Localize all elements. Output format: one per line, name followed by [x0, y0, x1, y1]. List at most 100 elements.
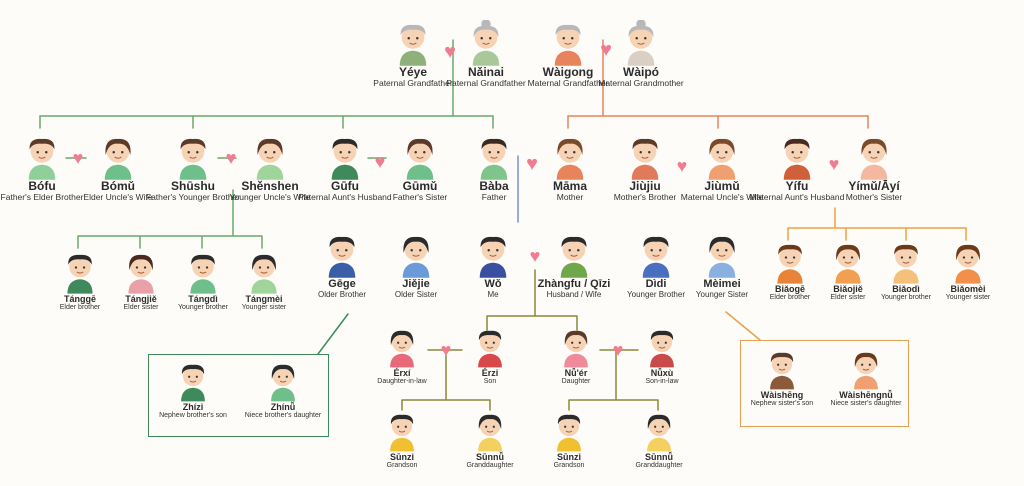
relation-label: Grandson [553, 462, 585, 469]
heart-icon: ♥ [600, 39, 612, 61]
name-label: Nǚ'ér [564, 368, 588, 378]
nephew-box-maternal [740, 340, 909, 427]
relation-label: Nephew brother's son [159, 412, 227, 419]
name-label: Nǎinai [467, 65, 504, 79]
person-jiejie: Jiějie Older Sister [368, 232, 464, 299]
cousins-maternal-drop [787, 207, 967, 241]
name-label: Biǎomèi [950, 284, 986, 294]
sister-to-nephews [725, 311, 761, 341]
name-label: Wàishēng [760, 390, 804, 400]
heart-icon: ♥ [374, 152, 386, 172]
relation-label: Daughter-in-law [377, 378, 427, 385]
person-erxi: Érxí Daughter-in-law [354, 326, 450, 386]
name-label: Bómǔ [101, 179, 135, 193]
name-label: Zhàngfu / Qīzi [537, 278, 611, 290]
person-zhinu: Zhínǚ Niece brother's daughter [233, 360, 333, 420]
relation-label: Son [483, 378, 497, 385]
person-jiujiu: Jiùjiu Mother's Brother [597, 134, 693, 203]
person-waigong: Wàigong Maternal Grandfather [520, 20, 616, 89]
name-label: Mèimei [703, 278, 741, 290]
person-zhangfu-qizi: Zhàngfu / Qīzi Husband / Wife [518, 232, 630, 299]
name-label: Érzi [481, 368, 499, 378]
relation-label: Elder brother [769, 294, 811, 301]
person-meimei: Mèimei Younger Sister [674, 232, 770, 299]
name-label: Dìdi [645, 278, 667, 290]
relation-label: Mother's Brother [613, 192, 677, 202]
name-label: Shěnshen [241, 179, 299, 193]
relation-label: Me [487, 290, 499, 299]
name-label: Biǎodì [892, 284, 920, 294]
person-tangge: Tánggē Elder brother [32, 250, 128, 312]
relation-label: Paternal Grandfather [446, 78, 526, 88]
name-label: Wàishēngnǚ [839, 390, 893, 400]
name-label: Yéye [398, 65, 428, 79]
name-label: Māma [552, 179, 587, 193]
heart-icon: ♥ [529, 246, 541, 266]
relation-label: Younger Uncle's Wife [229, 192, 311, 202]
person-zhizi: Zhízi Nephew brother's son [143, 360, 243, 420]
name-label: Shūshu [171, 179, 215, 193]
name-label: Tángjiě [125, 294, 157, 304]
heart-icon: ♥ [676, 156, 688, 176]
person-waipo: Wàipó Maternal Grandmother [593, 20, 689, 89]
relation-label: Niece brother's daughter [244, 412, 322, 419]
name-label: Gūmǔ [402, 179, 438, 193]
brother-to-nephews [317, 313, 349, 355]
person-biaomei: Biǎomèi Younger sister [920, 240, 1016, 302]
daughter-grandchildren [568, 349, 659, 411]
person-biaojie: Biǎojiě Elder sister [800, 240, 896, 302]
name-label: Jiějie [402, 278, 430, 290]
person-bomu: Bómǔ Elder Uncle's Wife [70, 134, 166, 203]
person-biaodi: Biǎodì Younger brother [858, 240, 954, 302]
person-shushu: Shūshu Father's Younger Brother [145, 134, 241, 203]
relation-label: Son-in-law [645, 378, 679, 385]
person-nuer: Nǚ'ér Daughter [528, 326, 624, 386]
relation-label: Elder sister [123, 304, 159, 311]
name-label: Érxí [393, 368, 411, 378]
name-label: Biǎogē [774, 284, 805, 294]
name-label: Sūnzi [557, 452, 581, 462]
person-yifu: Yífu Maternal Aunt's Husband [749, 134, 845, 203]
relation-label: Father's Elder Brother [0, 192, 84, 202]
relation-label: Daughter [561, 378, 591, 385]
name-label: Wàipó [623, 65, 659, 79]
person-sunzi: Sūnzi Grandson [354, 410, 450, 470]
person-tangdi: Tángdì Younger brother [155, 250, 251, 312]
heart-icon: ♥ [526, 153, 538, 175]
heart-icon: ♥ [612, 340, 624, 360]
name-label: Jiùjiu [629, 179, 661, 193]
relation-label: Elder brother [59, 304, 101, 311]
name-label: Wàigong [542, 65, 594, 79]
relation-label: Granddaughter [466, 462, 514, 469]
relation-label: Older Sister [394, 290, 438, 299]
relation-label: Granddaughter [635, 462, 683, 469]
children-drop [486, 269, 578, 331]
person-sunnu: Sūnnǚ Granddaughter [611, 410, 707, 470]
relation-label: Father's Sister [392, 192, 448, 202]
person-yimu: Yímǔ/Āyí Mother's Sister [826, 134, 922, 203]
son-grandchildren [401, 349, 491, 411]
person-gege: Gēge Older Brother [294, 232, 390, 299]
name-label: Sūnzi [390, 452, 414, 462]
person-tangjie: Tángjiě Elder sister [93, 250, 189, 312]
relation-label: Elder sister [830, 294, 866, 301]
cousins-paternal-drop [77, 189, 263, 249]
heart-icon: ♥ [225, 148, 237, 168]
person-mama: Māma Mother [522, 134, 618, 203]
name-label: Tángdì [188, 294, 218, 304]
person-bofu: Bófu Father's Elder Brother [0, 134, 90, 203]
person-nuxu: Nǚxù Son-in-law [614, 326, 710, 386]
person-nainai: Nǎinai Paternal Grandfather [438, 20, 534, 89]
person-yeye: Yéye Paternal Grandfather [365, 20, 461, 89]
name-label: Yímǔ/Āyí [848, 179, 900, 193]
name-label: Sūnnǚ [645, 452, 673, 462]
heart-icon: ♥ [440, 340, 452, 360]
relation-label: Younger sister [241, 304, 287, 311]
name-label: Biǎojiě [833, 284, 863, 294]
relation-label: Niece sister's daughter [830, 400, 902, 407]
relation-label: Older Brother [317, 290, 367, 299]
heart-icon: ♥ [828, 154, 840, 174]
relation-label: Father's Younger Brother [145, 192, 241, 202]
nephew-box-paternal [148, 354, 329, 437]
name-label: Tángmèi [245, 294, 283, 304]
